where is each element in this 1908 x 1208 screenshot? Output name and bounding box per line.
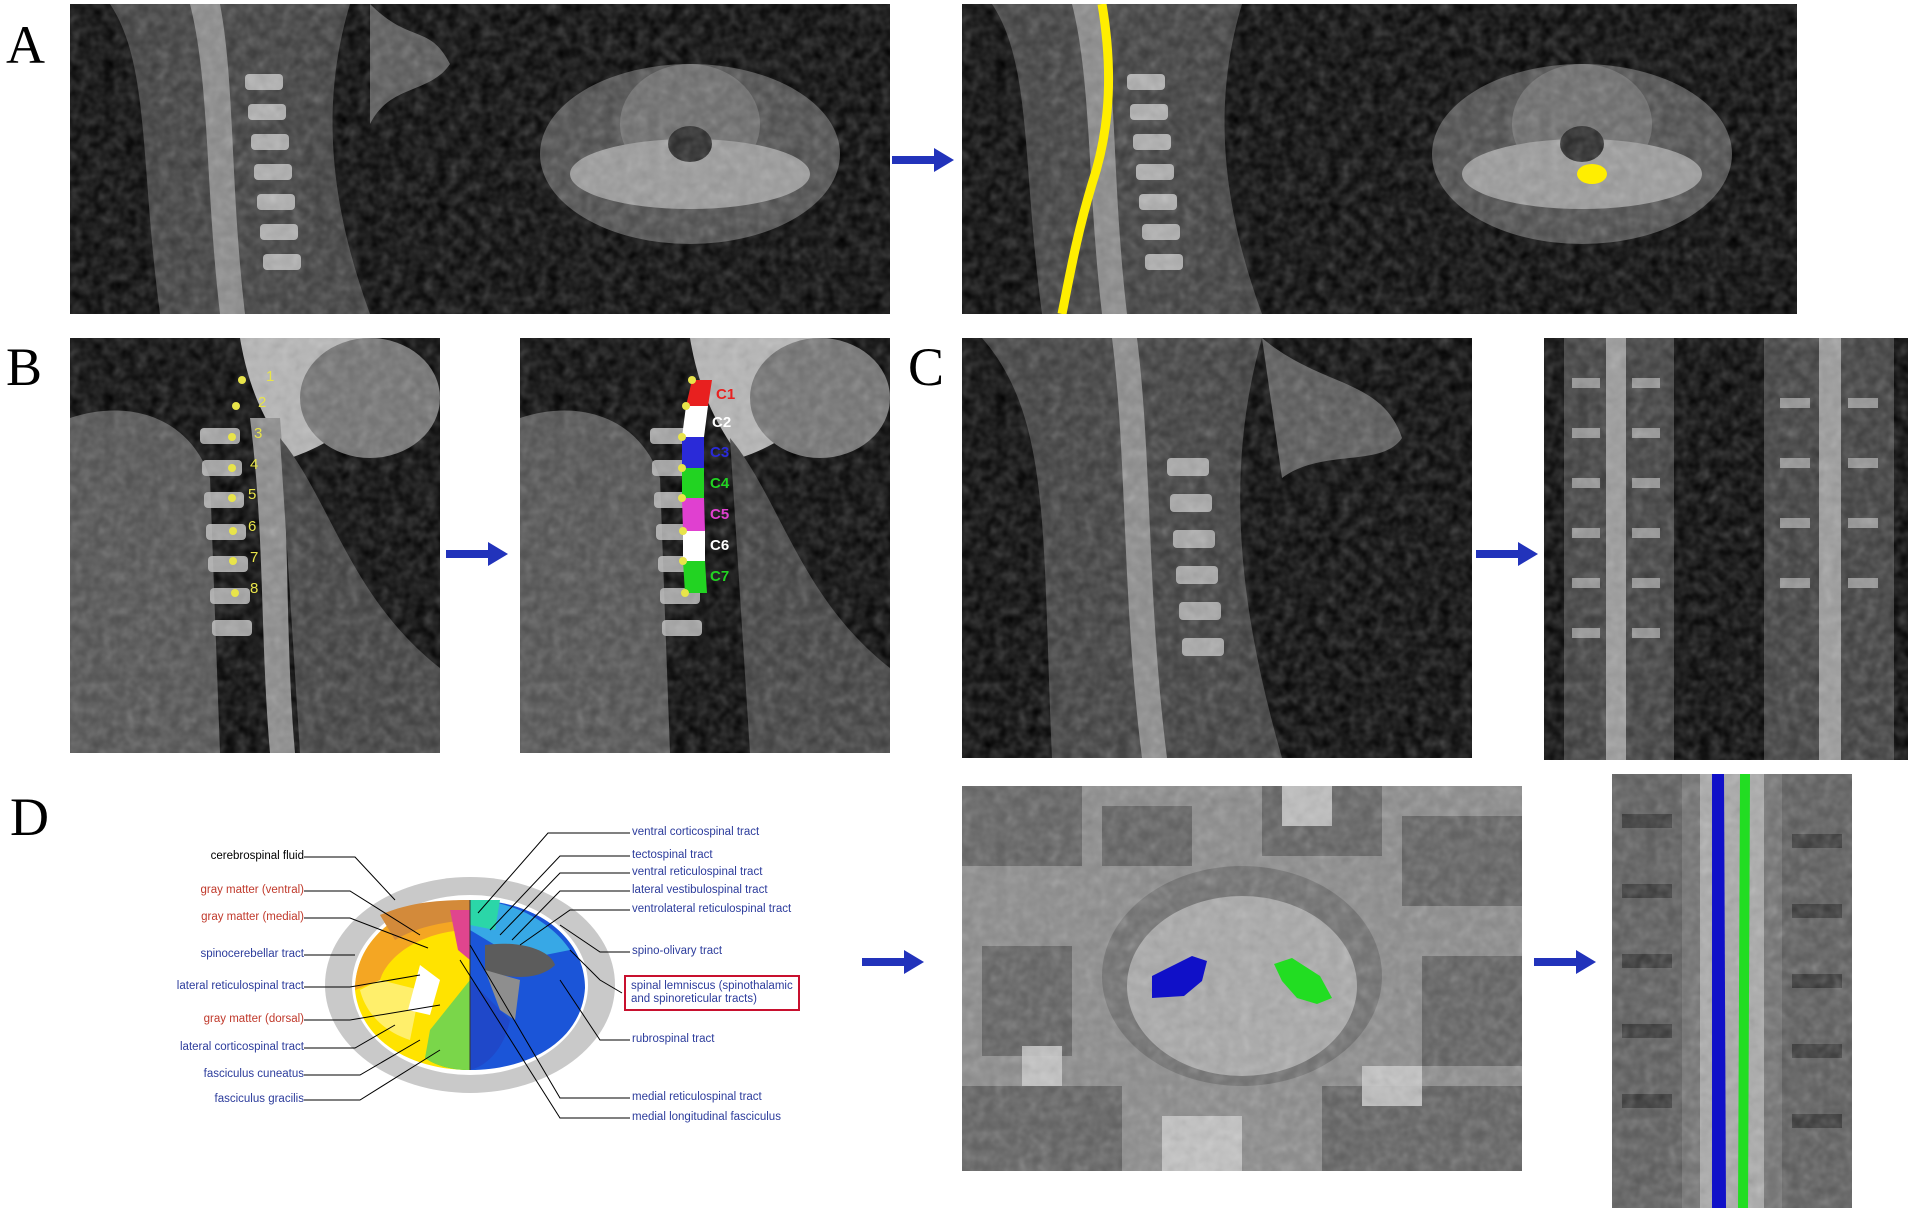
label-ventral-corticospinal-tract: ventral corticospinal tract xyxy=(632,826,760,838)
mri-sagittal-b-landmarks: 1 2 3 4 5 6 7 8 xyxy=(70,338,440,753)
landmark-label: 3 xyxy=(254,425,263,442)
label-spinocerebellar-tract: spinocerebellar tract xyxy=(200,948,304,960)
mri-sagittal-a-output xyxy=(962,4,1797,314)
mri-axial-d-tract-overlay xyxy=(962,786,1522,1171)
tract-blue-coronal xyxy=(1712,774,1726,1208)
landmark-points xyxy=(228,376,246,597)
cord-segmentation-axial xyxy=(1577,164,1607,184)
landmark-label: 6 xyxy=(248,518,257,535)
label-gray-matter-medial: gray matter (medial) xyxy=(201,911,304,923)
label-fasciculus-cuneatus: fasciculus cuneatus xyxy=(203,1068,304,1080)
label-ventral-reticulospinal-tract: ventral reticulospinal tract xyxy=(632,866,763,878)
level-label-c1: C1 xyxy=(716,386,736,403)
label-lateral-corticospinal-tract: lateral corticospinal tract xyxy=(180,1041,304,1053)
label-medial-longitudinal-fasciculus: medial longitudinal fasciculus xyxy=(632,1111,781,1123)
panel-label-c: C xyxy=(908,337,945,397)
label-spino-olivary-tract: spino-olivary tract xyxy=(632,945,723,957)
centerline-sagittal xyxy=(1057,4,1114,314)
label-spinal-lemniscus-box: spinal lemniscus (spinothalamic and spin… xyxy=(624,975,800,1012)
tract-green-coronal xyxy=(1738,774,1750,1208)
mri-straightened-c-output xyxy=(1544,338,1908,760)
landmark-label: 8 xyxy=(250,580,259,597)
label-gray-matter-dorsal: gray matter (dorsal) xyxy=(203,1013,304,1025)
panel-label-d: D xyxy=(10,787,49,847)
level-label-c2: C2 xyxy=(712,414,732,431)
label-tectospinal-tract: tectospinal tract xyxy=(632,849,713,861)
tract-green-segmentation xyxy=(1274,958,1332,1004)
mri-sagittal-b-levels: C1 C2 C3 C4 C5 C6 C7 xyxy=(520,338,890,753)
label-gray-matter-ventral: gray matter (ventral) xyxy=(200,884,304,896)
level-label-c3: C3 xyxy=(710,444,730,461)
landmark-label: 1 xyxy=(266,368,275,385)
label-lateral-vestibulospinal-tract: lateral vestibulospinal tract xyxy=(632,884,768,896)
level-label-c5: C5 xyxy=(710,506,730,523)
label-medial-reticulospinal-tract: medial reticulospinal tract xyxy=(632,1091,762,1103)
panel-label-b: B xyxy=(6,337,43,397)
landmark-label: 7 xyxy=(250,549,259,566)
arrow-icon xyxy=(1476,540,1538,568)
label-cerebrospinal-fluid: cerebrospinal fluid xyxy=(210,850,304,862)
mri-coronal-d-tract-overlay xyxy=(1612,774,1852,1208)
landmark-label: 5 xyxy=(248,486,257,503)
level-label-c7: C7 xyxy=(710,568,730,585)
label-spinal-lemniscus-line2: and spinoreticular tracts) xyxy=(631,993,757,1006)
level-label-c6: C6 xyxy=(710,537,730,554)
label-rubrospinal-tract: rubrospinal tract xyxy=(632,1033,715,1045)
label-spinal-lemniscus-line1: spinal lemniscus (spinothalamic xyxy=(631,980,793,992)
arrow-icon xyxy=(446,540,508,568)
spinal-cord-atlas-diagram xyxy=(320,870,620,1100)
landmark-label: 2 xyxy=(258,394,267,411)
arrow-icon xyxy=(1534,948,1596,976)
panel-label-a: A xyxy=(6,15,45,75)
label-ventrolateral-reticulospinal-tract: ventrolateral reticulospinal tract xyxy=(632,903,792,915)
label-fasciculus-gracilis: fasciculus gracilis xyxy=(214,1093,304,1105)
mri-sagittal-a-input xyxy=(70,4,890,314)
arrow-icon xyxy=(892,146,954,174)
label-lateral-reticulospinal-tract: lateral reticulospinal tract xyxy=(176,980,304,992)
tract-blue-segmentation xyxy=(1152,956,1207,998)
arrow-icon xyxy=(862,948,924,976)
landmark-label: 4 xyxy=(250,456,259,473)
mri-sagittal-c-input xyxy=(962,338,1472,758)
vertebral-level-segments xyxy=(682,380,712,593)
level-label-c4: C4 xyxy=(710,475,730,492)
